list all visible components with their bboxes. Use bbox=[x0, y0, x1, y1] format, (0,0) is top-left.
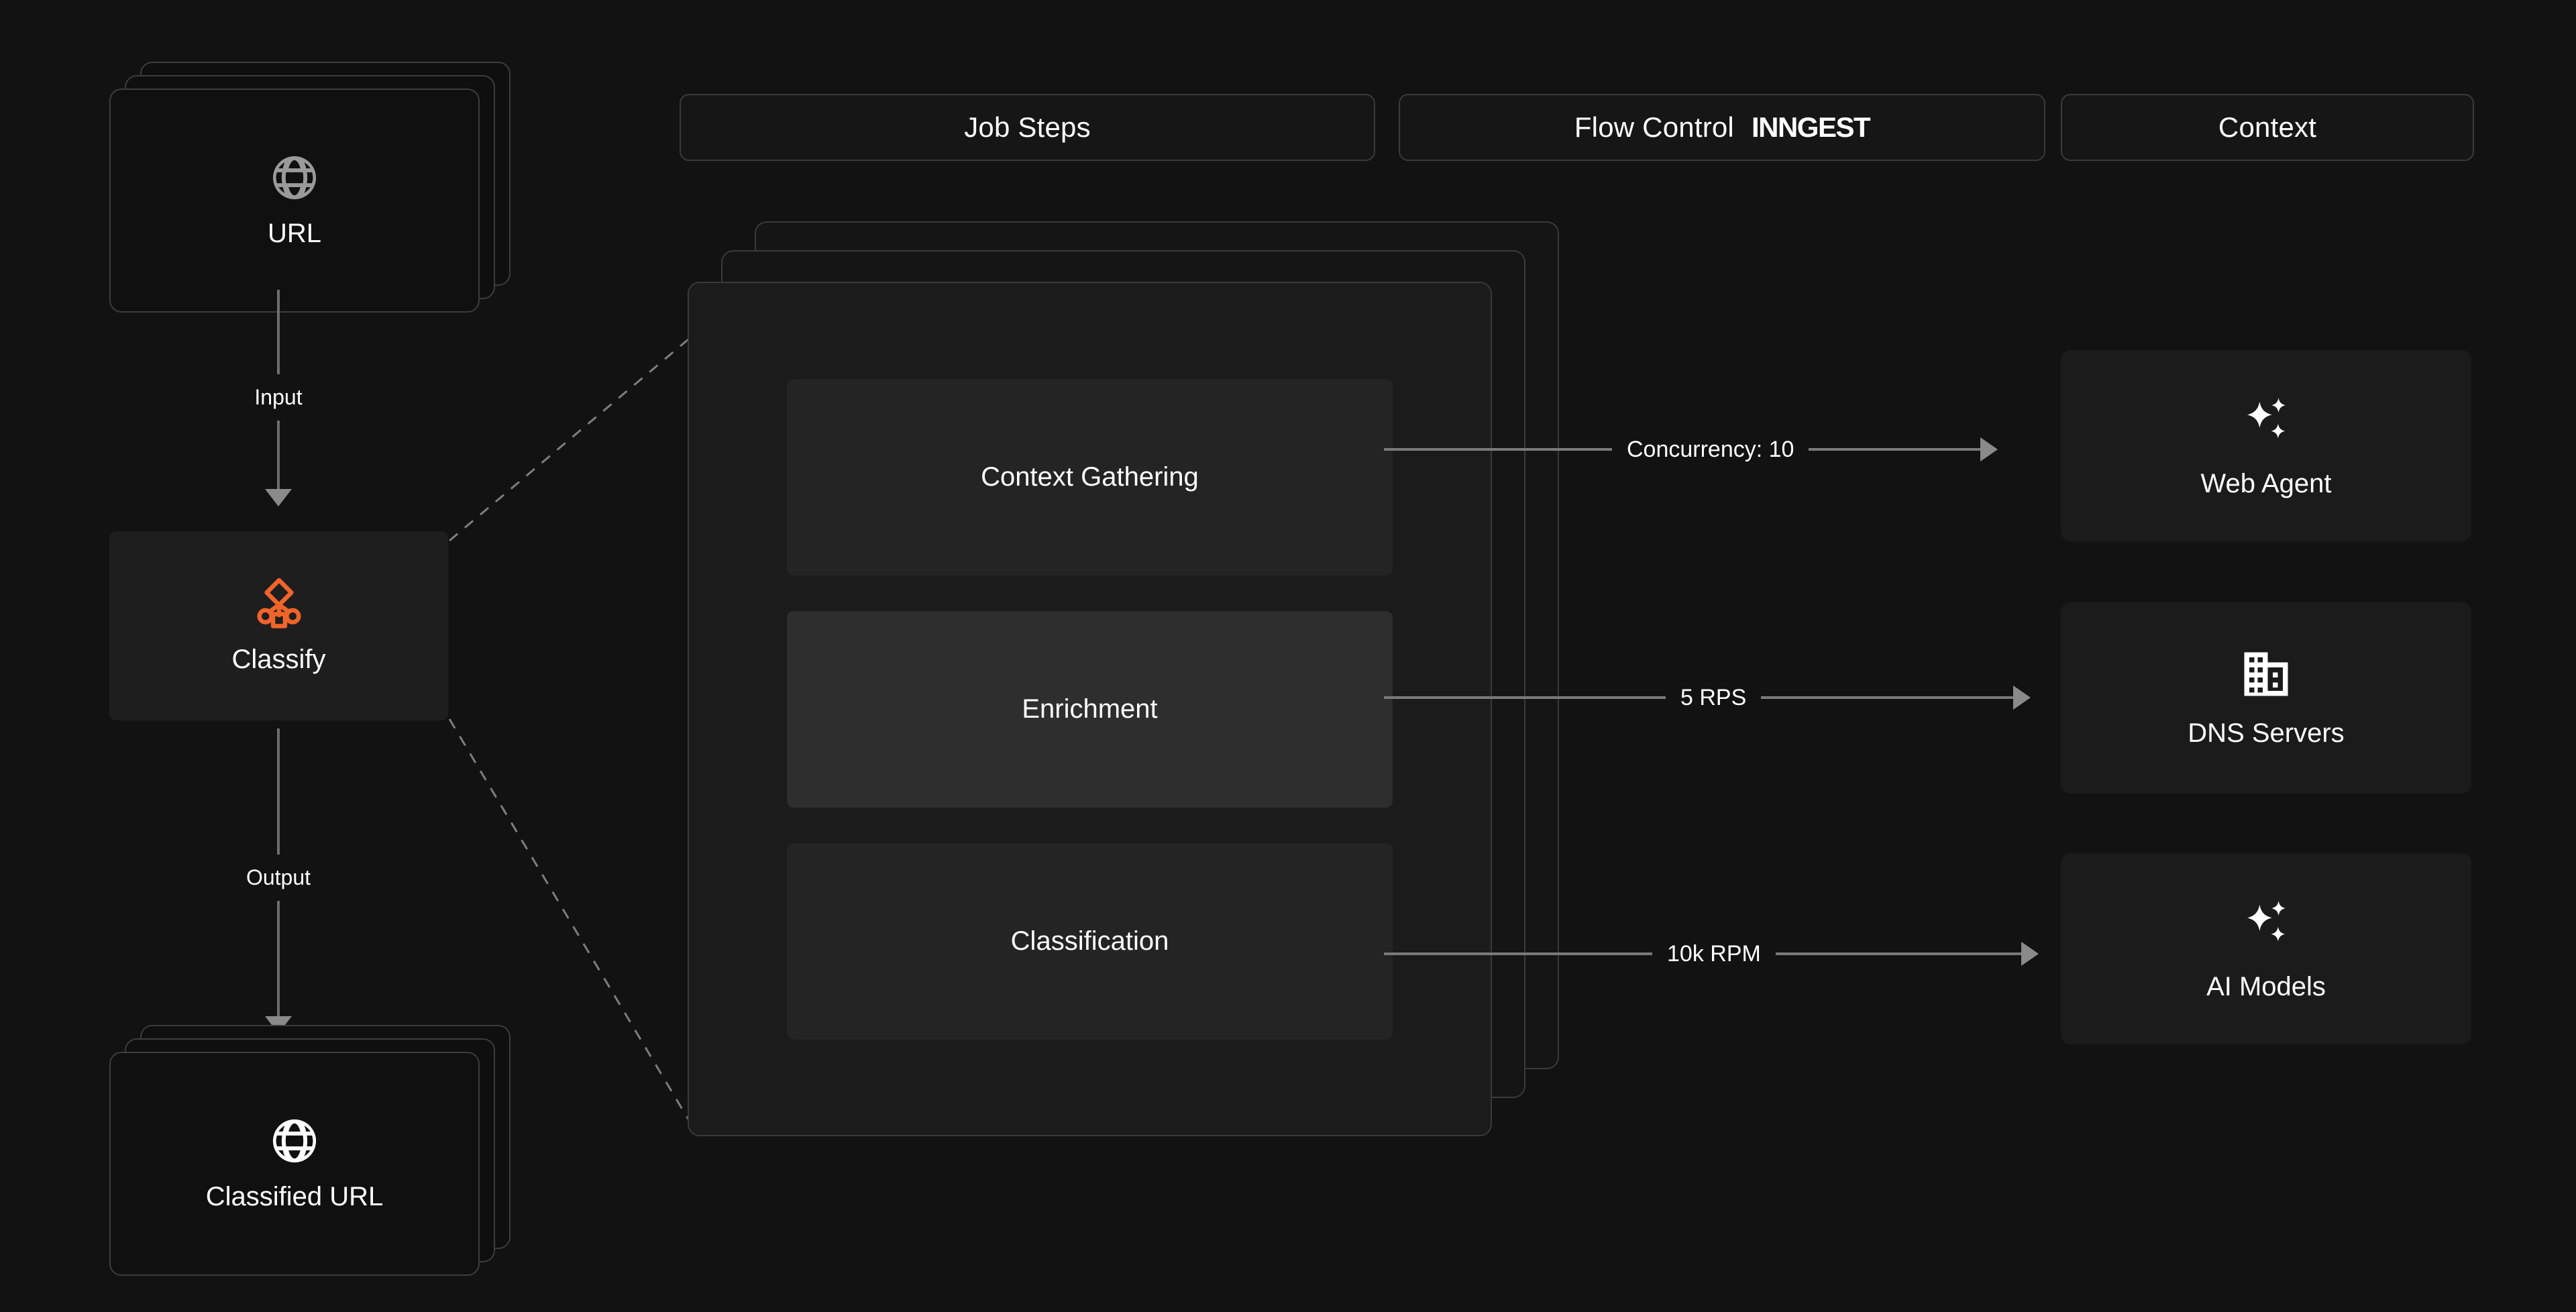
building-icon bbox=[2239, 647, 2293, 701]
step-box-context-gathering[interactable]: Context Gathering bbox=[787, 378, 1393, 576]
classified-url-card-label: Classified URL bbox=[205, 1181, 384, 1211]
context-card-web-agent[interactable]: Web Agent bbox=[2061, 350, 2471, 541]
job-steps-panel-front: Context Gathering Enrichment Classificat… bbox=[688, 282, 1492, 1136]
flow-edge-label: Concurrency: 10 bbox=[1627, 436, 1794, 462]
url-card-label: URL bbox=[267, 218, 322, 248]
flow-arrow-icon bbox=[2013, 686, 2031, 710]
classify-workflow-icon bbox=[253, 578, 305, 630]
header-flow-control[interactable]: Flow Control INNGEST bbox=[1399, 94, 2045, 161]
header-job-steps[interactable]: Job Steps bbox=[680, 94, 1375, 161]
context-card-ai-models[interactable]: AI Models bbox=[2061, 853, 2471, 1044]
globe-icon bbox=[270, 1116, 319, 1166]
header-flow-control-label: Flow Control bbox=[1574, 111, 1734, 143]
step-label: Classification bbox=[1010, 926, 1169, 956]
inngest-wordmark: INNGEST bbox=[1751, 111, 1871, 143]
flow-edge-line-left bbox=[1384, 696, 1666, 699]
context-card-label: DNS Servers bbox=[2188, 718, 2345, 748]
sparkles-icon bbox=[2237, 392, 2296, 451]
flow-edge-line-left bbox=[1384, 448, 1612, 451]
flow-edge-line-right bbox=[1809, 448, 1982, 451]
context-card-label: Web Agent bbox=[2200, 469, 2332, 498]
output-edge-label: Output bbox=[246, 865, 311, 889]
flow-edge-concurrency: Concurrency: 10 bbox=[1384, 429, 1998, 470]
flow-edge-rps: 5 RPS bbox=[1384, 677, 2031, 718]
header-job-steps-label: Job Steps bbox=[964, 111, 1091, 143]
classified-url-card-stack[interactable]: Classified URL bbox=[109, 1025, 511, 1276]
input-connector-line-bottom bbox=[277, 421, 280, 489]
input-connector: Input bbox=[138, 290, 419, 506]
flow-edge-line-left bbox=[1384, 952, 1652, 955]
classify-node-label: Classify bbox=[231, 644, 326, 674]
flow-edge-line-right bbox=[1761, 696, 2015, 699]
flow-edge-line-right bbox=[1775, 952, 2023, 955]
input-arrow-icon bbox=[265, 489, 292, 506]
url-card-front[interactable]: URL bbox=[109, 89, 480, 313]
output-connector-line-bottom bbox=[277, 901, 280, 1016]
flow-edge-rpm: 10k RPM bbox=[1384, 934, 2039, 974]
header-context-label: Context bbox=[2218, 111, 2317, 143]
step-box-enrichment[interactable]: Enrichment bbox=[787, 610, 1393, 808]
flow-edge-label: 5 RPS bbox=[1680, 684, 1747, 710]
classified-url-card-front[interactable]: Classified URL bbox=[109, 1052, 480, 1276]
globe-icon bbox=[270, 153, 319, 203]
step-label: Context Gathering bbox=[981, 461, 1199, 492]
context-card-label: AI Models bbox=[2206, 972, 2326, 1001]
classify-node[interactable]: Classify bbox=[109, 531, 448, 720]
output-connector-line-top bbox=[277, 728, 280, 855]
context-card-dns-servers[interactable]: DNS Servers bbox=[2061, 602, 2471, 794]
url-card-stack[interactable]: URL bbox=[109, 62, 511, 313]
flow-arrow-icon bbox=[1980, 437, 1998, 461]
input-edge-label: Input bbox=[254, 385, 303, 409]
step-box-classification[interactable]: Classification bbox=[787, 842, 1393, 1040]
step-label: Enrichment bbox=[1022, 694, 1158, 724]
header-context[interactable]: Context bbox=[2061, 94, 2474, 161]
flow-arrow-icon bbox=[2021, 942, 2039, 966]
sparkles-icon bbox=[2237, 895, 2296, 954]
output-connector: Output bbox=[138, 728, 419, 1034]
input-connector-line-top bbox=[277, 290, 280, 374]
job-steps-panel-stack: Context Gathering Enrichment Classificat… bbox=[688, 221, 1559, 1136]
flow-edge-label: 10k RPM bbox=[1667, 940, 1761, 967]
